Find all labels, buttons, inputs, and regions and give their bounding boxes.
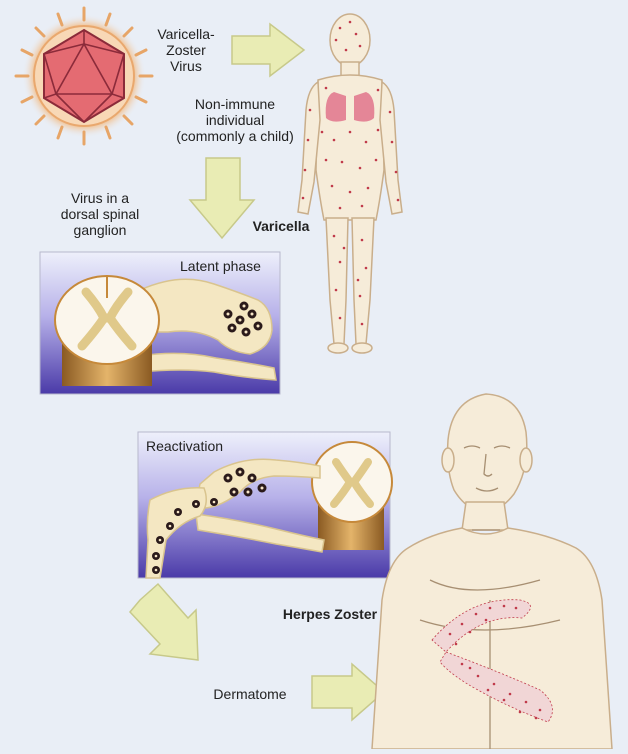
varicella-label: Varicella	[244, 218, 318, 234]
child-figure	[298, 14, 402, 353]
host-label-line2: individual	[160, 112, 310, 128]
latent-phase-title: Latent phase	[180, 258, 261, 274]
host-label-line3: (commonly a child)	[160, 128, 310, 144]
herpes-zoster-label: Herpes Zoster	[270, 606, 390, 622]
arrow-to-dermatome	[130, 584, 198, 660]
virus-label-line2: Zoster	[150, 42, 222, 58]
arrow-virus-to-host	[232, 24, 304, 76]
host-label-line1: Non-immune	[160, 96, 310, 112]
ganglion-label-line1: Virus in a	[40, 190, 160, 206]
adult-torso-figure	[372, 394, 612, 749]
ganglion-label: Virus in a dorsal spinal ganglion	[40, 190, 160, 238]
ganglion-label-line2: dorsal spinal	[40, 206, 160, 222]
ganglion-label-line3: ganglion	[40, 222, 160, 238]
arrow-dermatome-to-torso	[312, 664, 384, 720]
virus-label-line3: Virus	[150, 58, 222, 74]
dermatome-label: Dermatome	[200, 686, 300, 702]
host-label: Non-immune individual (commonly a child)	[160, 96, 310, 144]
virus-label: Varicella- Zoster Virus	[150, 26, 222, 74]
virus-label-line1: Varicella-	[150, 26, 222, 42]
virus-illustration	[16, 8, 152, 144]
reactivation-title: Reactivation	[146, 438, 223, 454]
